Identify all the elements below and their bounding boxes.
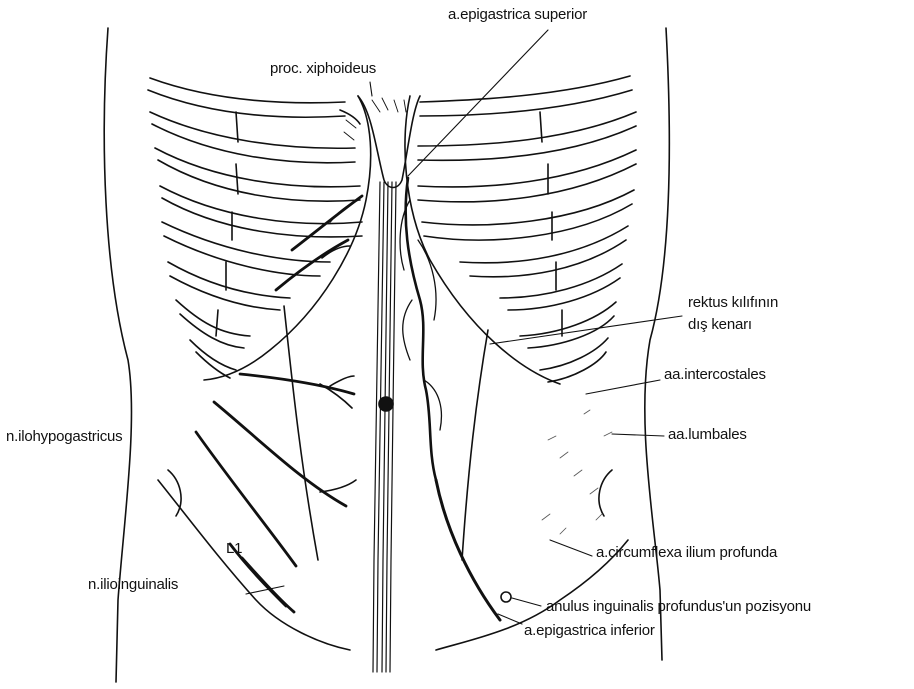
inguinal-line-left — [158, 480, 350, 650]
iliac-crest-left — [168, 470, 181, 516]
deep-inguinal-ring — [501, 592, 511, 602]
xiphoid-hatch — [344, 98, 406, 140]
label-rektus-line2: dış kenarı — [688, 316, 752, 333]
rectus-sheath-edge-right — [462, 330, 488, 560]
right-rib-cage — [405, 76, 636, 384]
label-lumbales: aa.lumbales — [668, 426, 747, 443]
label-proc-xiphoideus: proc. xiphoideus — [270, 60, 376, 77]
label-ilioinguinalis: n.ilioinguinalis — [88, 576, 178, 593]
label-intercostales: aa.intercostales — [664, 366, 766, 383]
rectus-sheath-edge-left — [284, 306, 318, 560]
iliac-crest-right — [599, 470, 612, 516]
label-anulus: anulus inguinalis profundus'un pozisyonu — [546, 598, 811, 615]
left-rib-cage — [148, 78, 371, 380]
lateral-wall-shading — [542, 410, 612, 534]
body-outline-right — [645, 28, 670, 660]
label-ilohypogastricus: n.ilohypogastricus — [6, 428, 122, 445]
label-circumflexa: a.circumflexa ilium profunda — [596, 544, 777, 561]
label-epigastrica-inferior: a.epigastrica inferior — [524, 622, 655, 639]
label-l1: L1 — [226, 540, 242, 557]
umbilicus — [379, 397, 393, 411]
linea-alba — [373, 182, 396, 672]
inferior-epigastric-artery — [436, 480, 500, 620]
label-epigastrica-superior: a.epigastrica superior — [448, 6, 587, 23]
label-rektus-line1: rektus kılıfının — [688, 294, 778, 311]
